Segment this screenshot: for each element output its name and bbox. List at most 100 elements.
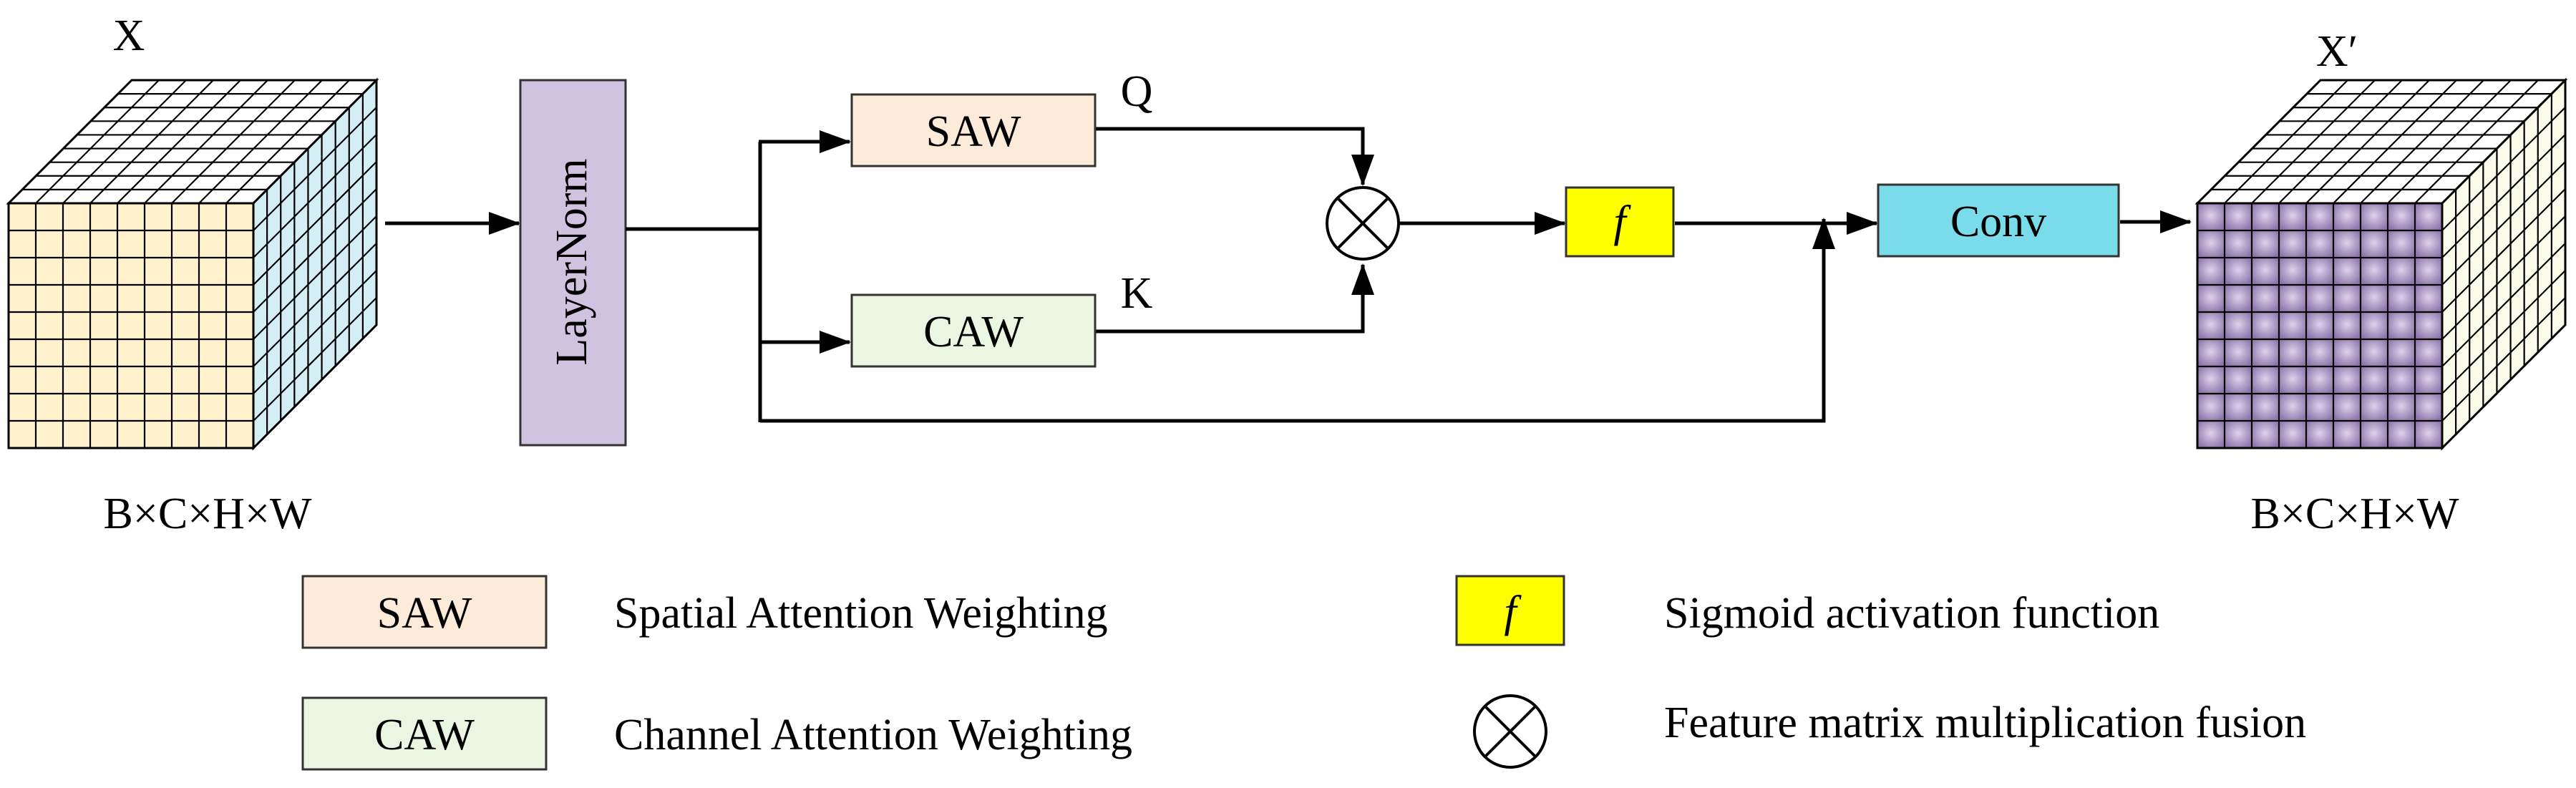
cube-cell <box>2198 394 2224 420</box>
cube-cell <box>2388 394 2414 420</box>
cube-cell <box>2307 340 2333 366</box>
cube-cell <box>2334 340 2360 366</box>
cube-cell <box>2334 367 2360 393</box>
cube-cell <box>2225 367 2251 393</box>
cube-cell <box>2334 231 2360 257</box>
legend-sigmoid-swatch <box>1455 575 1565 646</box>
caw-block: CAW <box>850 293 1097 368</box>
layernorm-block: LayerNorm <box>519 79 627 447</box>
cube-cell <box>2334 394 2360 420</box>
output-dims: B×C×H×W <box>2251 490 2459 538</box>
cube-cell <box>2225 313 2251 339</box>
cube-cell <box>2307 422 2333 447</box>
cube-cell <box>2416 340 2441 366</box>
cube-cell <box>2252 286 2278 311</box>
cube-cell <box>2416 286 2441 311</box>
cube-cell <box>2280 286 2305 311</box>
cube-cell <box>2225 204 2251 230</box>
legend-item-multiply: Feature matrix multiplication fusion <box>1473 694 2306 769</box>
cube-cell <box>2280 394 2305 420</box>
cube-cell <box>2225 340 2251 366</box>
cube-cell <box>2361 231 2387 257</box>
legend-multiply-text: Feature matrix multiplication fusion <box>1664 699 2306 747</box>
cube-cell <box>2334 422 2360 447</box>
cube-cell <box>2388 313 2414 339</box>
cube-cell <box>2307 313 2333 339</box>
cube-cell <box>2388 286 2414 311</box>
cube-cell <box>2307 258 2333 284</box>
legend-caw-swatch <box>301 696 548 771</box>
cube-cell <box>2334 313 2360 339</box>
cube-cell <box>2388 231 2414 257</box>
input-label: X <box>113 11 145 60</box>
connections <box>626 127 2192 423</box>
legend-saw-symbol: SAW <box>377 589 472 638</box>
cube-cell <box>2361 367 2387 393</box>
cube-cell <box>2225 231 2251 257</box>
layernorm-box <box>519 79 627 447</box>
legend-item-saw: SAW Spatial Attention Weighting <box>301 575 1108 649</box>
cube-cell <box>2198 340 2224 366</box>
saw-block: SAW <box>850 93 1097 167</box>
cube-cell <box>2388 204 2414 230</box>
arrow-skip-connection <box>760 218 1835 423</box>
cube-cell <box>2198 313 2224 339</box>
cube-cell <box>2280 367 2305 393</box>
cube-cell <box>2361 422 2387 447</box>
cube-cell <box>2388 340 2414 366</box>
cube-cell <box>2388 258 2414 284</box>
cube-cell <box>2416 258 2441 284</box>
cube-cell <box>2225 422 2251 447</box>
cube-cell <box>2252 394 2278 420</box>
conv-label: Conv <box>1950 198 2046 246</box>
cube-cell <box>2416 367 2441 393</box>
legend-item-sigmoid: f Sigmoid activation function <box>1455 575 2159 646</box>
legend: SAW Spatial Attention Weighting CAW Chan… <box>301 575 2306 771</box>
conv-block: Conv <box>1877 183 2120 258</box>
legend-saw-text: Spatial Attention Weighting <box>614 589 1108 638</box>
cube-cell <box>2225 286 2251 311</box>
input-tensor-cube <box>6 77 379 451</box>
k-label: K <box>1121 269 1153 318</box>
q-label: Q <box>1121 67 1153 116</box>
cube-cell <box>2252 258 2278 284</box>
cube-cell <box>2280 204 2305 230</box>
cube-cell <box>2225 394 2251 420</box>
sigmoid-box <box>1565 186 1675 258</box>
saw-label: SAW <box>926 107 1021 156</box>
caw-label: CAW <box>923 308 1024 356</box>
cube-cell <box>2307 231 2333 257</box>
cube-cell <box>2388 422 2414 447</box>
cube-cell <box>2361 313 2387 339</box>
cube-cell <box>2416 204 2441 230</box>
legend-caw-symbol: CAW <box>374 711 475 759</box>
cube-cell <box>2225 258 2251 284</box>
cube-cell <box>2280 340 2305 366</box>
layernorm-label: LayerNorm <box>548 158 596 365</box>
cube-cell <box>2198 422 2224 447</box>
cube-cell <box>2198 204 2224 230</box>
cube-cell <box>2416 231 2441 257</box>
legend-sigmoid-text: Sigmoid activation function <box>1664 589 2159 638</box>
cube-front-face <box>7 202 255 449</box>
cube-cell <box>2334 204 2360 230</box>
cube-cell <box>2307 394 2333 420</box>
cube-cell <box>2307 204 2333 230</box>
cube-cell <box>2198 367 2224 393</box>
multiply-operator <box>1326 186 1400 261</box>
cube-cell <box>2334 286 2360 311</box>
cube-cell <box>2388 367 2414 393</box>
sigmoid-block: f <box>1565 186 1675 258</box>
cube-cell <box>2252 367 2278 393</box>
cube-cell <box>2252 231 2278 257</box>
cube-cell <box>2280 258 2305 284</box>
caw-box <box>850 293 1097 368</box>
conv-box <box>1877 183 2120 258</box>
cube-cell <box>2280 313 2305 339</box>
cube-cell <box>2198 231 2224 257</box>
cube-cell <box>2307 367 2333 393</box>
cube-cell <box>2280 422 2305 447</box>
cube-cell <box>2280 231 2305 257</box>
cube-cell <box>2361 394 2387 420</box>
